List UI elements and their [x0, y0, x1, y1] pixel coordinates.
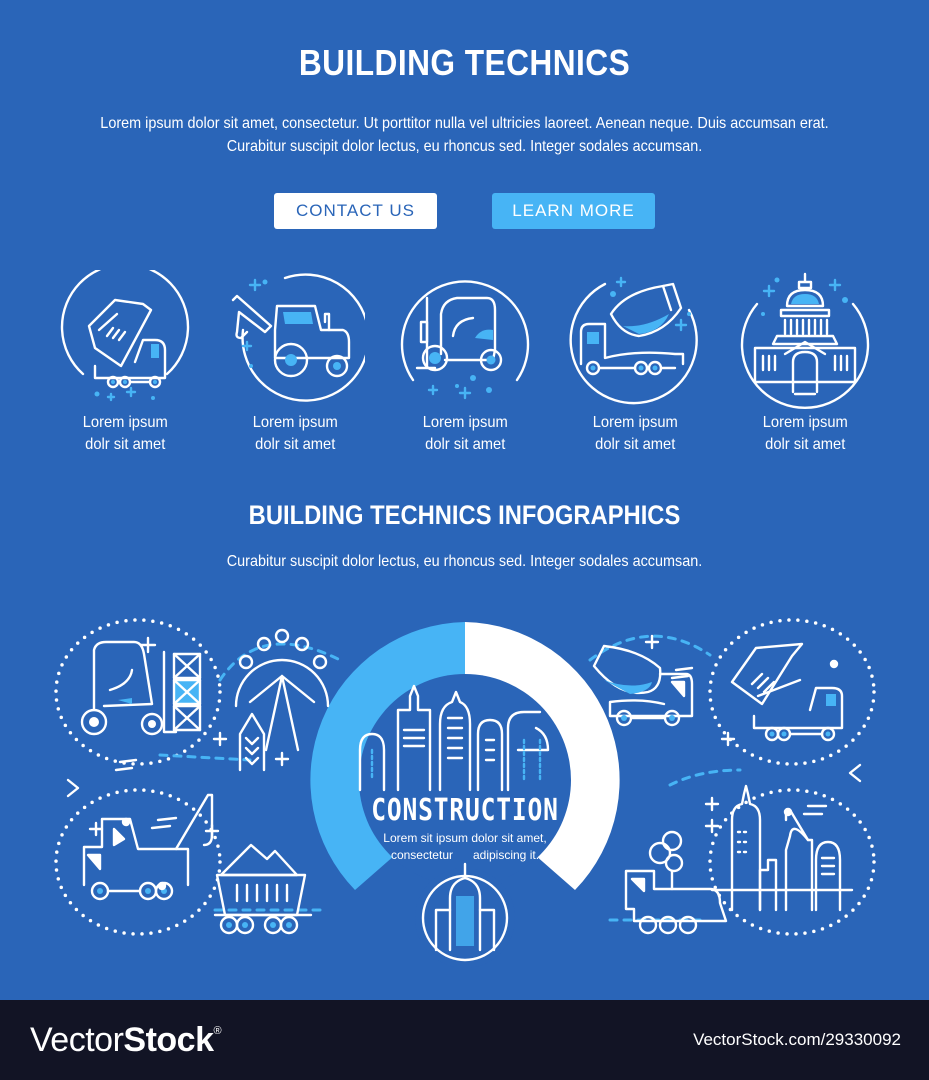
- crane-truck-icon: [82, 793, 214, 901]
- orbit-decoration: [54, 618, 876, 936]
- concrete-mixer-icon: [569, 276, 698, 405]
- intro-text: Lorem ipsum dolor sit amet, consectetur.…: [46, 112, 882, 158]
- feature-label: Lorem ipsum dolr sit amet: [82, 414, 168, 453]
- vectorstock-logo: VectorStock®: [30, 1020, 222, 1059]
- chevron-left-icon: [848, 763, 862, 783]
- landing-page: BUILDING TECHNICS Lorem ipsum dolor sit …: [0, 42, 929, 990]
- forklift-boxes-icon: [80, 640, 202, 736]
- city-crane-icon: [710, 784, 854, 912]
- image-reference: VectorStock.com/29330092: [693, 1030, 901, 1049]
- infographic-panel: CONSTRUCTION Lorem sit ipsum dolor sit a…: [0, 600, 929, 990]
- skyline-icon: [358, 684, 550, 792]
- footer-bar: VectorStock® VectorStock.com/29330092: [0, 1000, 929, 1080]
- forklift-icon: [400, 280, 530, 400]
- dump-truck-icon: [730, 642, 844, 742]
- chevron-right-icon: [66, 778, 80, 798]
- feature-item: Lorem ipsum dolr sit amet: [40, 270, 210, 456]
- infographic-artwork: [54, 618, 876, 968]
- backhoe-tractor-icon: [231, 273, 365, 402]
- feature-row: Lorem ipsum dolr sit amet Lorem ipsum: [40, 270, 890, 456]
- feature-item: Lorem ipsum dolr sit amet: [720, 270, 890, 456]
- feature-item: Lorem ipsum dolr sit amet: [550, 270, 720, 456]
- ferris-wheel-icon: [234, 628, 330, 772]
- feature-label: Lorem ipsum dolr sit amet: [252, 414, 338, 453]
- construction-heading: CONSTRUCTION: [371, 793, 559, 828]
- skyscraper-icon: [434, 862, 496, 952]
- feature-item: Lorem ipsum dolr sit amet: [210, 270, 380, 456]
- feature-label: Lorem ipsum dolr sit amet: [762, 414, 848, 453]
- learn-more-button[interactable]: LEARN MORE: [492, 193, 655, 229]
- capitol-building-icon: [740, 272, 870, 410]
- intro-line-1: Lorem ipsum dolor sit amet, consectetur.…: [100, 115, 829, 132]
- feature-item: Lorem ipsum dolr sit amet: [380, 270, 550, 456]
- feature-label: Lorem ipsum dolr sit amet: [422, 414, 508, 453]
- infographics-lead: Curabitur suscipit dolor lectus, eu rhon…: [226, 553, 703, 570]
- page-title: BUILDING TECHNICS: [298, 42, 631, 83]
- concrete-mixer-icon: [592, 644, 694, 727]
- intro-line-2: Curabitur suscipit dolor lectus, eu rhon…: [226, 138, 703, 155]
- feature-label: Lorem ipsum dolr sit amet: [592, 414, 678, 453]
- infographics-title: BUILDING TECHNICS INFOGRAPHICS: [248, 500, 681, 530]
- steam-train-icon: [624, 830, 728, 935]
- construction-caption: Lorem sit ipsum dolor sit amet, consecte…: [383, 831, 547, 862]
- sparkle-decoration: [88, 634, 839, 891]
- ore-cart-icon: [213, 843, 313, 935]
- dump-truck-icon: [60, 270, 190, 402]
- contact-us-button[interactable]: CONTACT US: [274, 193, 437, 229]
